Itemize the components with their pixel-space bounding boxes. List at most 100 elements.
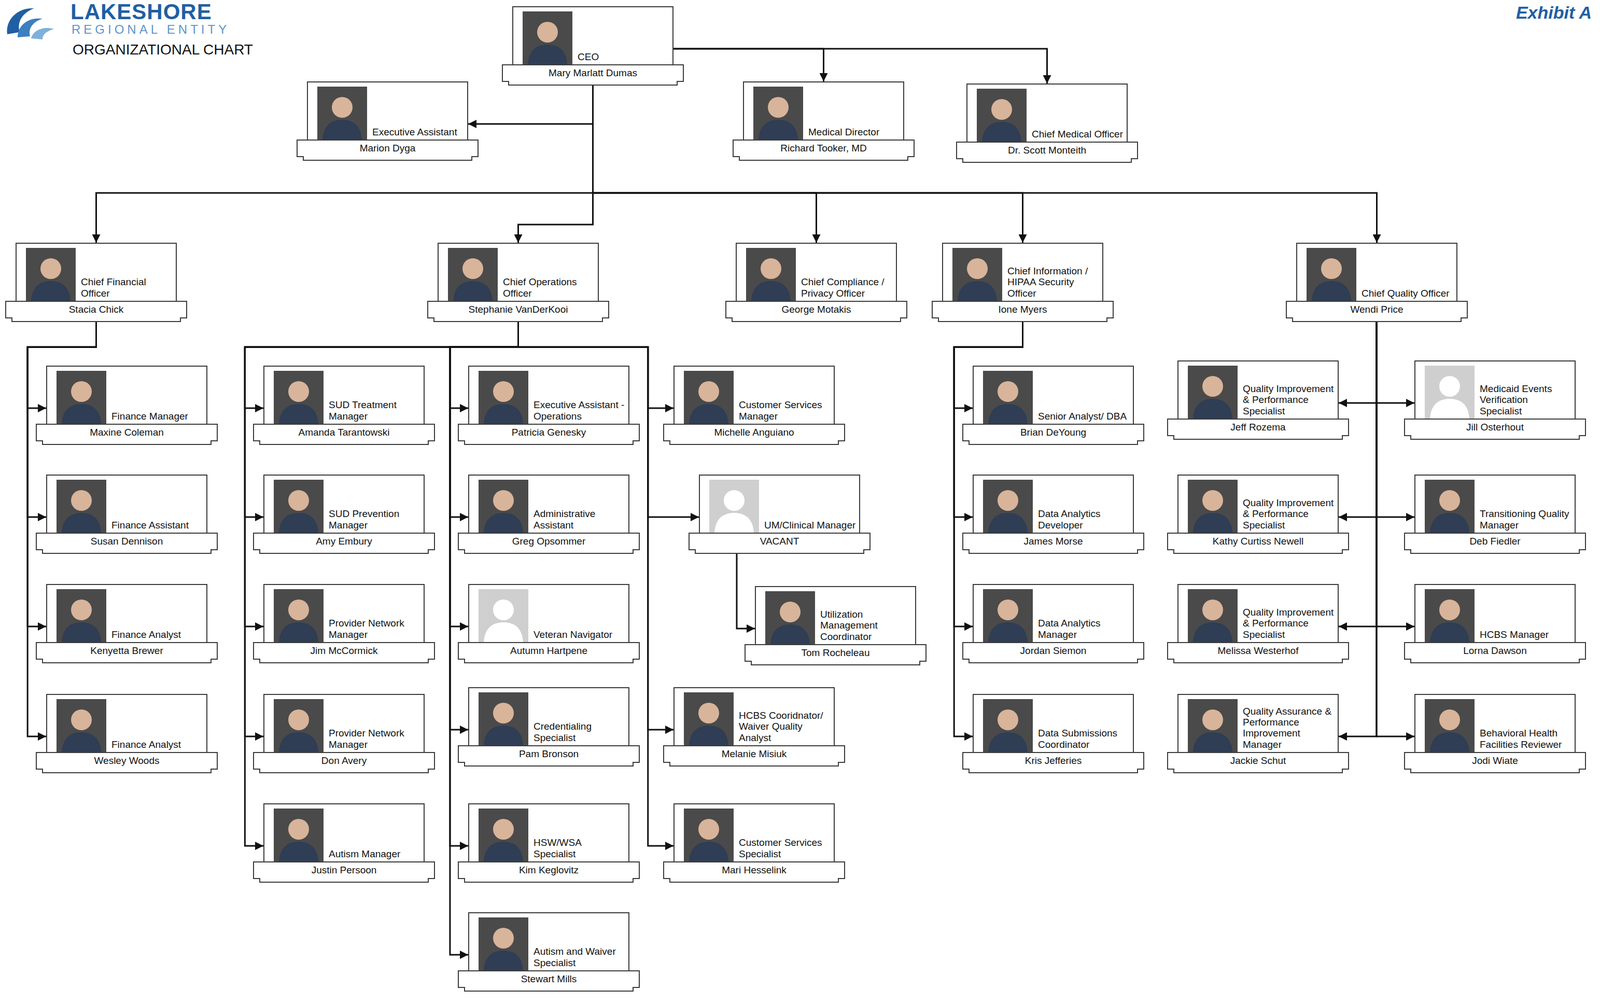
name-bar-base (669, 440, 839, 445)
connector (1338, 321, 1377, 627)
person-name: Melanie Misiuk (721, 748, 788, 760)
photo (1424, 479, 1475, 533)
photo (1187, 698, 1238, 752)
org-card: Data Submissions CoordinatorKris Jefferi… (972, 693, 1134, 753)
photo-head (288, 818, 310, 840)
title-area: Customer Services Manager (738, 368, 831, 422)
photo-head (71, 599, 92, 621)
photo (478, 692, 529, 746)
photo-body (483, 841, 524, 862)
name-bar: Pam Bronson (457, 745, 640, 763)
photo (25, 247, 76, 301)
org-card: SUD Prevention ManagerAmy Embury (263, 474, 425, 534)
photo-head (493, 818, 514, 840)
photo (478, 808, 529, 862)
org-card: Customer Services SpecialistMari Hesseli… (673, 803, 835, 863)
photo-body (61, 732, 102, 752)
name-bar-base (968, 440, 1139, 445)
title-area: HSW/WSA Specialist (533, 806, 626, 860)
photo-ground (56, 479, 107, 533)
role-title: Data Analytics Developer (1037, 508, 1130, 531)
role-title: Chief Financial Officer (80, 276, 173, 299)
name-bar: Jim McCormick (253, 641, 435, 660)
title-area: SUD Treatment Manager (328, 368, 421, 422)
photo-head (1439, 489, 1461, 511)
photo-body (1429, 622, 1470, 642)
photo-body (714, 512, 754, 533)
org-card: Medicaid Events Verification SpecialistJ… (1414, 360, 1576, 420)
org-card: Chief Information / HIPAA Security Offic… (942, 242, 1104, 302)
name-bar-base (41, 549, 212, 554)
title-area: Autism and Waiver Specialist (533, 915, 626, 968)
role-title: Transitioning Quality Manager (1479, 508, 1572, 531)
org-card: Chief Medical OfficerDr. Scott Monteith (966, 83, 1128, 143)
title-area: HCBS Manager (1479, 586, 1572, 640)
role-title: Veteran Navigator (533, 628, 626, 640)
org-card: Chief Financial OfficerStacia Chick (15, 242, 177, 302)
person-name: Patricia Genesky (511, 426, 587, 439)
photo-ground (983, 370, 1033, 424)
photo-head (288, 489, 310, 511)
photo-head (40, 258, 62, 279)
photo-ground (273, 698, 324, 752)
photo-ground (983, 588, 1033, 642)
name-bar: Jodi Wiate (1404, 751, 1587, 770)
photo-head (71, 489, 92, 511)
name-bar-base (11, 317, 181, 322)
photo (478, 917, 529, 971)
photo-ground (765, 591, 816, 644)
name-bar-base (464, 986, 634, 992)
name-bar: Melissa Westerhof (1167, 641, 1350, 660)
photo-body (689, 403, 729, 424)
person-name: Stephanie VanDerKooi (468, 303, 569, 316)
photo-head (698, 381, 720, 402)
org-card: Quality Improvement & Performance Specia… (1177, 474, 1339, 534)
connector (468, 85, 594, 124)
title-area: Credentialing Specialist (533, 690, 626, 743)
role-title: Quality Assurance & Performance Improvem… (1242, 705, 1335, 750)
photo-head (760, 258, 782, 279)
person-name: Michelle Anguiano (713, 426, 794, 439)
role-title: Quality Improvement & Performance Specia… (1242, 383, 1335, 417)
role-title: Administrative Assistant (533, 508, 626, 531)
photo-head (779, 601, 801, 623)
photo-ground (1187, 698, 1238, 752)
title-area: Chief Compliance / Privacy Officer (801, 245, 893, 299)
photo (983, 698, 1033, 752)
title-area: Utilization Management Coordinator (820, 588, 912, 642)
connector (518, 85, 594, 243)
photo-ground (1306, 247, 1357, 301)
role-title: Senior Analyst/ DBA (1037, 410, 1130, 422)
photo-body (278, 403, 319, 424)
photo-ground (447, 247, 498, 301)
role-title: Provider Network Manager (328, 617, 421, 640)
person-name: Jim McCormick (310, 644, 378, 657)
photo-head (493, 927, 514, 949)
photo-ground (1424, 588, 1475, 642)
name-bar: Melanie Misiuk (663, 745, 846, 763)
photo-head (462, 258, 484, 279)
photo-body (278, 732, 319, 752)
person-name: Amy Embury (315, 535, 373, 547)
name-bar-base (433, 317, 603, 322)
photo-body (758, 119, 798, 140)
name-bar-base (731, 317, 902, 322)
photo-body (278, 622, 319, 642)
photo-ground (976, 88, 1027, 142)
title-area: Finance Manager (111, 368, 204, 422)
photo-body (31, 281, 71, 301)
photo (1424, 365, 1475, 419)
name-bar: George Motakis (725, 300, 908, 319)
role-title: Finance Analyst (111, 628, 204, 640)
org-card: Finance AssistantSusan Dennison (46, 474, 208, 534)
name-bar-base (464, 761, 634, 767)
connector (1376, 321, 1415, 737)
name-bar-base (464, 658, 634, 664)
title-area: Data Analytics Developer (1037, 477, 1130, 531)
name-bar-base (508, 80, 678, 86)
logo-text: LAKESHORE (70, 0, 213, 24)
title-area: CEO (577, 9, 670, 63)
person-name: Wendi Price (1350, 303, 1403, 316)
name-bar: Kathy Curtiss Newell (1167, 532, 1350, 551)
role-title: Behavioral Health Facilities Reviewer (1479, 727, 1572, 750)
